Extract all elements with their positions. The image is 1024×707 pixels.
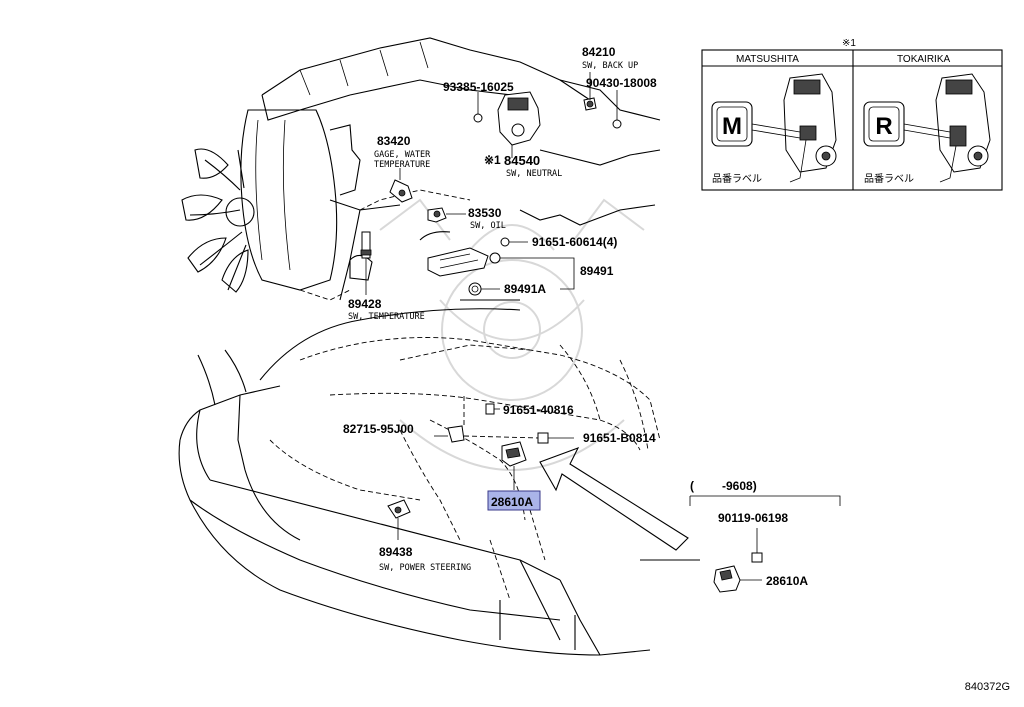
callout-90119-number: 90119-06198 (718, 511, 788, 525)
bolt-91651-B0814 (537, 432, 574, 444)
callout-83420-number: 83420 (377, 134, 411, 148)
car-front-outline (178, 308, 700, 656)
callout-83420-desc2: TEMPERATURE (374, 160, 430, 170)
bolt-91651-40816 (485, 403, 500, 415)
callout-89491-number: 89491 (580, 264, 614, 278)
figure-id: 840372G (965, 681, 1010, 693)
washer-90430 (612, 119, 622, 129)
callout-83530-desc: SW, OIL (470, 221, 506, 231)
callout-91651-B0814-number: 91651-B0814 (583, 431, 656, 445)
callout-84210-desc: SW, BACK UP (582, 61, 638, 71)
sensor-84210-backup (583, 97, 597, 111)
switch-89438-ps (387, 499, 411, 540)
col2-label-jp: 品番ラベル (864, 173, 914, 185)
callout-labels: 84210 SW, BACK UP 90430-18008 93385-1602… (343, 45, 808, 588)
callout-89428-number: 89428 (348, 297, 382, 311)
switch-89428-temp (360, 231, 372, 259)
reference-box (701, 49, 1003, 191)
sender-83420-water-temp (389, 179, 413, 203)
callout-28610A-main-number: 28610A (491, 495, 533, 509)
callout-84540-number: 84540 (504, 153, 540, 168)
callout-91651-60614-number: 91651-60614(4) (532, 235, 617, 249)
engine-outline (181, 37, 661, 301)
highlight-box (487, 490, 541, 511)
inset-bolt-90119 (751, 528, 763, 563)
col2-logo-letter: R (875, 113, 892, 140)
ring-89491A (468, 282, 482, 296)
inset-sensor-28610A (713, 565, 762, 593)
col1-label-jp: 品番ラベル (712, 173, 762, 185)
inset-range-value: -9608) (722, 479, 757, 493)
callout-84540-mark: ※1 (484, 153, 501, 167)
bolt-93385 (473, 113, 483, 123)
sensor-28610A-main (501, 441, 527, 490)
reference-mark: ※1 (842, 38, 856, 49)
callout-84210-number: 84210 (582, 45, 616, 59)
callout-89491A-number: 89491A (504, 282, 546, 296)
engine-leaders (365, 72, 618, 295)
callout-89438-number: 89438 (379, 545, 413, 559)
switch-83530-oil (427, 207, 447, 223)
sensor-84540-neutral (497, 91, 541, 146)
bolt-91651-60614 (500, 237, 510, 247)
callout-84540-desc: SW, NEUTRAL (506, 169, 562, 179)
inset-range-open: ( (690, 479, 694, 493)
callout-90430-number: 90430-18008 (586, 76, 657, 90)
col1-header: MATSUSHITA (736, 54, 799, 65)
callout-28610A-inset-number: 28610A (766, 574, 808, 588)
callout-83420-desc1: GAGE, WATER (374, 150, 431, 160)
fan-icon (181, 148, 255, 293)
callout-93385-number: 93385-16025 (443, 80, 514, 94)
callout-82715-number: 82715-95J00 (343, 422, 414, 436)
tokairika-switch-drawing (903, 73, 991, 183)
callout-89438-desc: SW, POWER STEERING (379, 563, 471, 573)
callout-83530-number: 83530 (468, 206, 502, 220)
bracket-82715 (447, 396, 541, 443)
inset-bracket (689, 495, 841, 506)
sensor-89491 (427, 247, 501, 277)
col1-logo-letter: M (722, 113, 742, 140)
watermark-emblem (379, 198, 645, 471)
col2-header: TOKAIRIKA (897, 54, 950, 65)
callout-89428-desc: SW, TEMPERATURE (348, 312, 425, 322)
callout-91651-40816-number: 91651-40816 (503, 403, 574, 417)
direction-arrow (539, 447, 689, 551)
matsushita-switch-drawing (751, 73, 837, 183)
reference-box-text: ※1 MATSUSHITA TOKAIRIKA M R 品番ラベル 品番ラベル (712, 38, 950, 185)
